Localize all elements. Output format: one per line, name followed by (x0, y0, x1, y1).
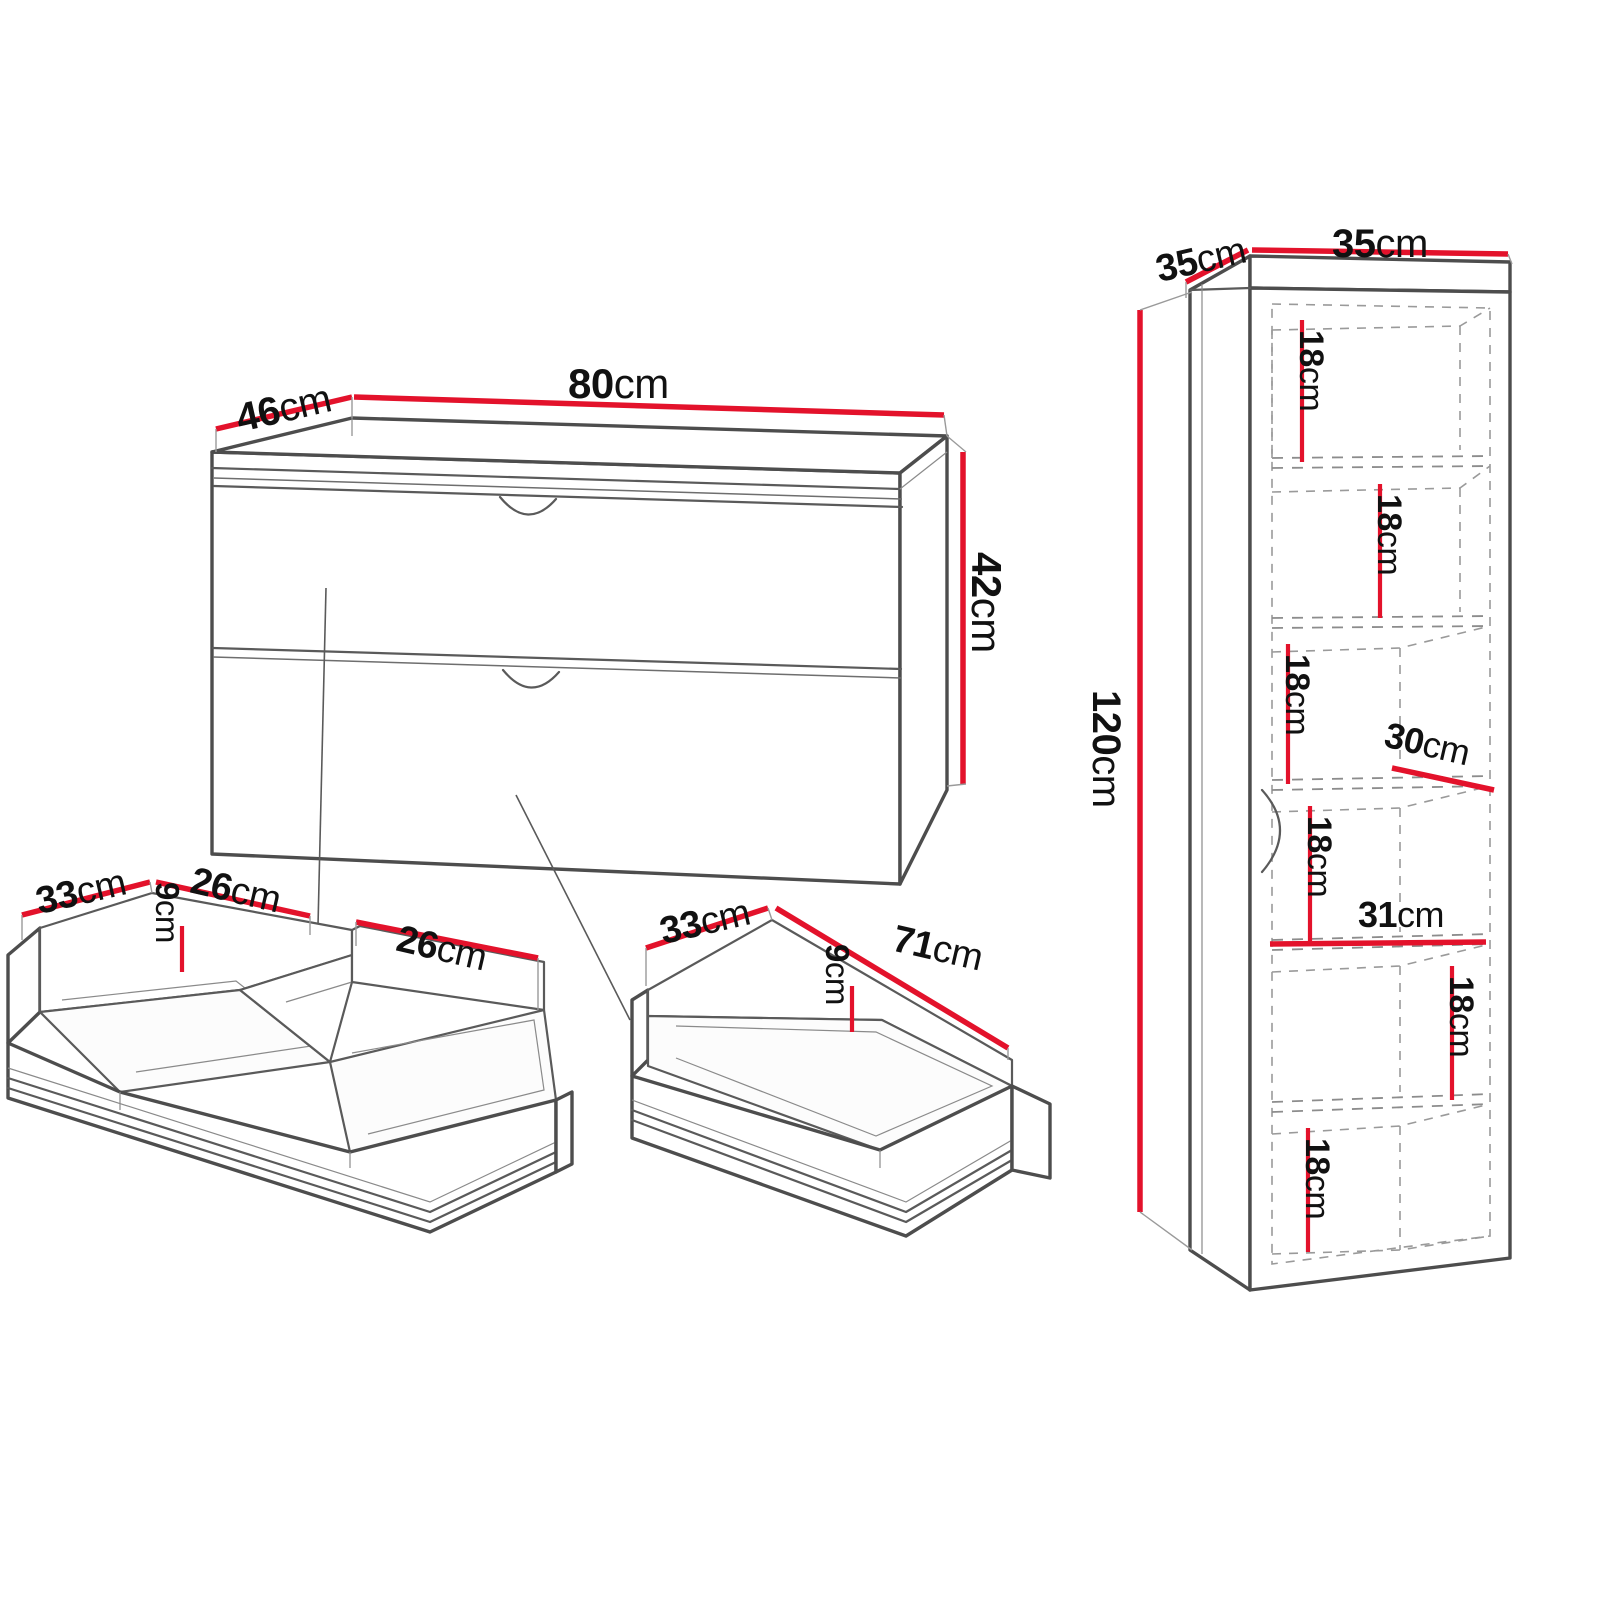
chest-drawing (210, 394, 967, 1021)
cabinet-interior-width-lower-label: 31cm (1358, 894, 1445, 935)
chest-width-label: 80cm (568, 360, 669, 407)
cabinet-compartment-1-label: 18cm (1292, 330, 1330, 412)
chest-height-label: 42cm (963, 552, 1010, 653)
large-drawer-drawing (630, 905, 1052, 1238)
tall-cabinet-drawing (1137, 247, 1513, 1292)
cabinet-compartment-6-label: 18cm (1298, 1138, 1336, 1220)
cabinet-compartment-2-label: 18cm (1370, 494, 1408, 576)
cabinet-compartment-4-label: 18cm (1300, 816, 1338, 898)
large-drawer-height-label: 9cm (819, 944, 856, 1005)
cabinet-height-label: 120cm (1084, 690, 1128, 808)
cabinet-compartment-5-label: 18cm (1442, 976, 1480, 1058)
cabinet-compartment-3-label: 18cm (1278, 654, 1316, 736)
cabinet-width-label: 35cm (1332, 222, 1428, 266)
small-drawer-drawing (6, 879, 574, 1234)
small-drawer-height-label: 9cm (149, 882, 186, 943)
